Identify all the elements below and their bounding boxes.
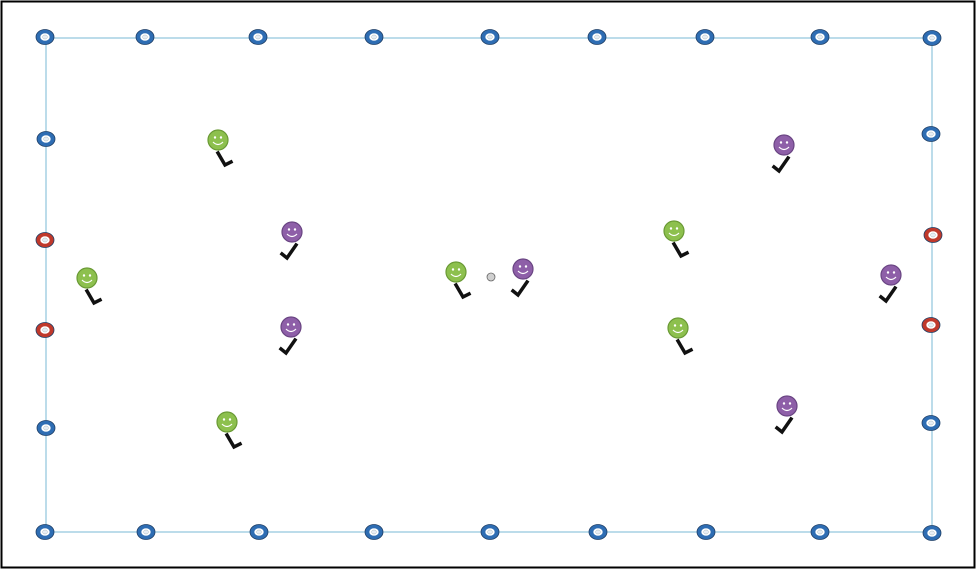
- blue-cone-icon: [696, 524, 716, 540]
- players-layer: [76, 129, 902, 450]
- blue-cone-icon: [480, 524, 500, 540]
- hockey-stick-icon: [224, 432, 243, 450]
- blue-cone-icon: [35, 29, 55, 45]
- hockey-stick-icon: [84, 288, 103, 306]
- blue-cone-icon: [480, 29, 500, 45]
- purple-player-icon: [878, 264, 902, 304]
- green-player-icon: [216, 411, 243, 450]
- blue-cone-icon: [810, 524, 830, 540]
- ball-layer: [486, 272, 496, 282]
- red-cone-icon: [921, 317, 941, 333]
- red-cone-icon: [35, 232, 55, 248]
- blue-cone-icon: [136, 524, 156, 540]
- blue-cone-icon: [249, 524, 269, 540]
- purple-player-icon: [771, 134, 795, 174]
- green-player-icon: [667, 317, 694, 356]
- blue-cone-icon: [588, 524, 608, 540]
- blue-cone-icon: [587, 29, 607, 45]
- purple-player-icon: [279, 221, 303, 261]
- blue-cone-icon: [921, 415, 941, 431]
- blue-cone-icon: [364, 29, 384, 45]
- purple-player-icon: [510, 258, 534, 298]
- hockey-stick-icon: [453, 282, 472, 300]
- hockey-stick-icon: [771, 155, 791, 174]
- blue-cone-icon: [922, 525, 942, 541]
- hockey-stick-icon: [215, 150, 234, 168]
- blue-cone-icon: [922, 30, 942, 46]
- purple-player-icon: [278, 316, 302, 356]
- red-cone-icon: [35, 322, 55, 338]
- purple-player-icon: [774, 395, 798, 435]
- hockey-stick-icon: [774, 416, 794, 435]
- blue-cone-icon: [35, 524, 55, 540]
- blue-cone-icon: [248, 29, 268, 45]
- red-cone-icon: [923, 227, 943, 243]
- hockey-stick-icon: [675, 338, 694, 356]
- hockey-stick-icon: [279, 242, 299, 261]
- hockey-stick-icon: [878, 285, 898, 304]
- hockey-stick-icon: [510, 279, 530, 298]
- blue-cone-icon: [810, 29, 830, 45]
- blue-cone-icon: [36, 420, 56, 436]
- green-player-icon: [663, 220, 690, 259]
- green-player-icon: [445, 261, 472, 300]
- green-player-icon: [76, 267, 103, 306]
- blue-cone-icon: [364, 524, 384, 540]
- blue-cone-icon: [135, 29, 155, 45]
- blue-cone-icon: [36, 131, 56, 147]
- green-player-icon: [207, 129, 234, 168]
- ball-icon: [486, 272, 496, 282]
- blue-cone-icon: [695, 29, 715, 45]
- cones-layer: [35, 29, 943, 541]
- hockey-stick-icon: [671, 241, 690, 259]
- blue-cone-icon: [921, 126, 941, 142]
- hockey-stick-icon: [278, 337, 298, 356]
